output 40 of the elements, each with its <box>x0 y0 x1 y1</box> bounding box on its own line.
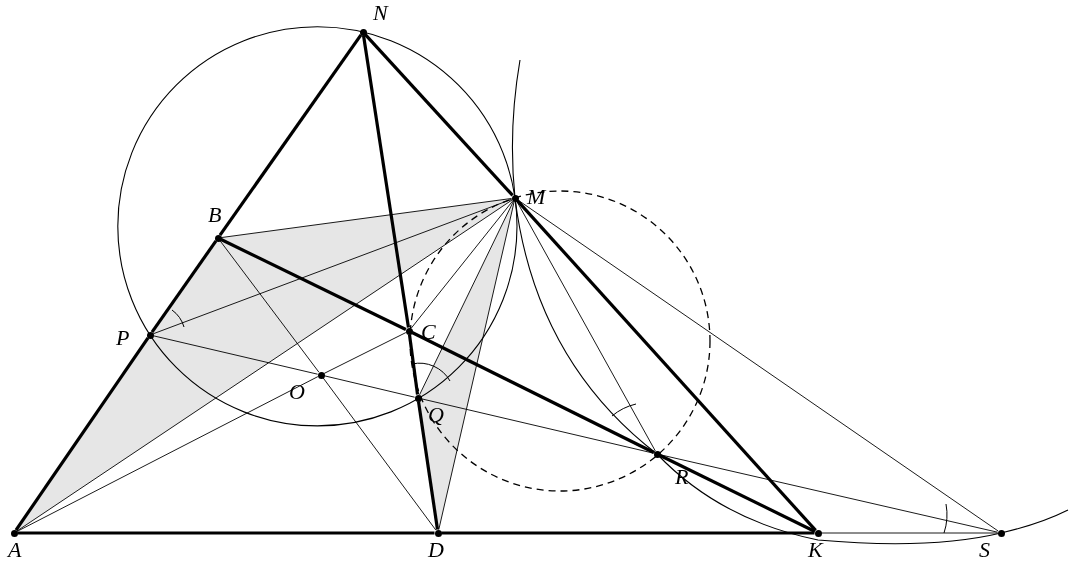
line-segment <box>221 198 512 238</box>
line-segment <box>410 200 514 329</box>
point-label: K <box>808 539 823 561</box>
line-segment <box>821 532 998 534</box>
line-segment <box>438 200 515 531</box>
line-segment <box>323 375 416 398</box>
line-segment <box>219 240 320 373</box>
line-segment <box>218 33 363 237</box>
line-segment <box>659 454 999 533</box>
line-segment <box>152 198 513 335</box>
line-segment <box>361 35 411 328</box>
line-segment <box>517 199 999 532</box>
line-segment <box>416 401 440 530</box>
point-label: D <box>428 539 444 561</box>
point-label: M <box>527 186 546 208</box>
line-segment <box>14 337 150 531</box>
line-segment <box>152 335 319 375</box>
line-segment <box>420 398 655 454</box>
line-segment <box>364 33 514 197</box>
line-segment <box>220 238 407 331</box>
point-label: S <box>979 539 990 561</box>
point-label: N <box>373 2 388 24</box>
line-segment <box>419 200 514 396</box>
line-segment <box>323 332 407 374</box>
line-segment <box>17 531 435 535</box>
point-label: B <box>208 204 222 226</box>
line-segment <box>150 239 218 334</box>
point-label: C <box>421 321 436 343</box>
point-label: A <box>8 539 22 561</box>
line-segment <box>659 454 816 533</box>
line-segment <box>441 531 815 535</box>
point-label: O <box>289 381 305 403</box>
point-label: P <box>116 327 130 349</box>
line-segment <box>16 376 319 532</box>
line-segment <box>516 200 656 452</box>
line-segment <box>322 377 437 531</box>
line-segment <box>407 334 420 395</box>
line-segment <box>516 199 817 532</box>
line-segment <box>411 331 655 454</box>
point-label: Q <box>428 404 444 426</box>
